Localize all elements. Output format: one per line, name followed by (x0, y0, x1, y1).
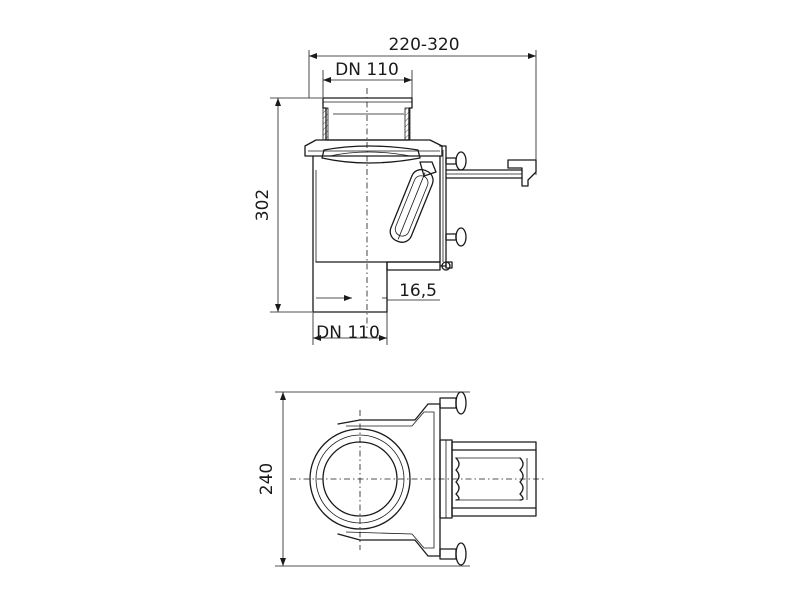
handle-grip-left (455, 457, 460, 501)
offset-label: 16,5 (399, 281, 437, 301)
handle-grip-right (519, 457, 524, 501)
cover-flange (304, 139, 443, 157)
knob-top (445, 151, 467, 171)
knob-middle (445, 227, 467, 247)
body-base (386, 261, 441, 271)
height-label: 302 (253, 189, 273, 221)
overall-width-label: 220-320 (388, 35, 459, 55)
socket-seal-right (404, 107, 411, 141)
bolt-bottom (439, 542, 467, 566)
upper-flap (321, 145, 421, 164)
plan-width-label: 240 (257, 463, 277, 495)
inlet-socket (322, 97, 413, 141)
handle-lever (507, 159, 537, 187)
flap-hinge (419, 161, 437, 177)
outlet-diameter-label: DN 110 (316, 323, 380, 343)
bolt-top (439, 391, 467, 415)
side-housing (439, 145, 447, 267)
side-view: 220-320 DN 110 302 (253, 35, 537, 345)
socket-seal-left (322, 107, 329, 141)
plan-handle-housing (451, 441, 537, 517)
plan-view: 240 (257, 391, 545, 567)
inner-pipe-ring (315, 434, 405, 524)
inlet-diameter-label: DN 110 (335, 60, 399, 80)
inner-pipe-circle (322, 441, 398, 517)
outer-pipe-circle (309, 428, 411, 530)
knob-bottom (441, 261, 453, 271)
swing-flap (389, 168, 434, 243)
